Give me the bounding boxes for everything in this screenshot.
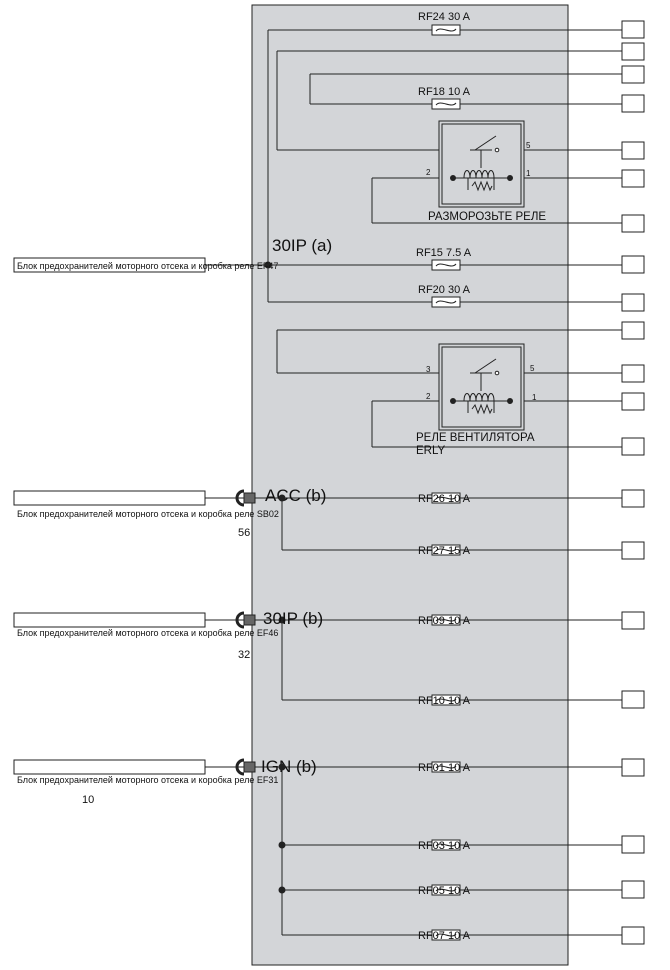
fuse-label-rf07: RF07 10 A xyxy=(418,930,471,942)
fuse-label-rf10: RF10 10 A xyxy=(418,695,471,707)
fan-relay: 3 2 5 1 РЕЛЕ ВЕНТИЛЯТОРА ERLY xyxy=(416,343,537,457)
defrost-relay: 2 1 5 РАЗМОРОЗЬТЕ РЕЛЕ xyxy=(426,120,546,223)
fuse-label-rf20: RF20 30 A xyxy=(418,284,471,296)
fan-relay-label-line1: РЕЛЕ ВЕНТИЛЯТОРА xyxy=(416,432,535,444)
fuse-rf01-symbol xyxy=(431,761,461,773)
fuse-rf05-symbol xyxy=(431,884,461,896)
fuse-symbols xyxy=(431,24,461,941)
connector-pin-ign: 10 xyxy=(82,794,94,806)
fuse-labels: RF24 30 A RF18 10 A RF15 7.5 A RF20 30 A… xyxy=(416,11,472,942)
fan-relay-label-line2: ERLY xyxy=(416,445,446,457)
fan-relay-pin-5: 5 xyxy=(530,364,535,373)
bus-label-30ip-b: 30IP (b) xyxy=(263,609,323,628)
fuse-rf07-symbol xyxy=(431,929,461,941)
connector-pin-acc: 56 xyxy=(238,527,250,539)
bus-label-acc: ACC (b) xyxy=(265,486,326,505)
fuse-rf27-symbol xyxy=(431,544,461,556)
connector-pin-30ip-b: 32 xyxy=(238,649,250,661)
connector-symbols xyxy=(235,489,256,776)
fuse-label-rf09: RF09 10 A xyxy=(418,615,471,627)
defrost-relay-pin-5: 5 xyxy=(526,141,531,150)
fan-relay-pin-1: 1 xyxy=(532,393,537,402)
fuse-rf24-symbol xyxy=(431,24,461,36)
fuse-label-rf24: RF24 30 A xyxy=(418,11,471,23)
fuse-rf26-symbol xyxy=(431,492,461,504)
source-label-sb02: Блок предохранителей моторного отсека и … xyxy=(17,509,279,519)
fuse-rf09-symbol xyxy=(431,614,461,626)
fuse-rf20-symbol xyxy=(431,296,461,308)
fuse-label-rf27: RF27 15 A xyxy=(418,545,471,557)
bus-label-30ip-a: 30IP (a) xyxy=(272,236,332,255)
defrost-relay-label: РАЗМОРОЗЬТЕ РЕЛЕ xyxy=(428,211,546,223)
source-label-ef46: Блок предохранителей моторного отсека и … xyxy=(17,628,278,638)
source-boxes xyxy=(13,257,206,775)
bus-label-ign: IGN (b) xyxy=(261,757,317,776)
terminal-boxes xyxy=(621,20,645,945)
fuse-label-rf01: RF01 10 A xyxy=(418,762,471,774)
junction-dots xyxy=(264,261,286,894)
fuse-rf03-symbol xyxy=(431,839,461,851)
fuse-label-rf05: RF05 10 A xyxy=(418,885,471,897)
fuse-rf18-symbol xyxy=(431,98,461,110)
source-label-ef31: Блок предохранителей моторного отсека и … xyxy=(17,775,278,785)
defrost-relay-pin-2: 2 xyxy=(426,168,431,177)
fan-relay-pin-3: 3 xyxy=(426,365,431,374)
fuse-rf15-symbol xyxy=(431,259,461,271)
fuse-label-rf18: RF18 10 A xyxy=(418,86,471,98)
fuse-label-rf15: RF15 7.5 A xyxy=(416,247,472,259)
fuse-label-rf03: RF03 10 A xyxy=(418,840,471,852)
fuse-rf10-symbol xyxy=(431,694,461,706)
defrost-relay-pin-1: 1 xyxy=(526,169,531,178)
fuse-label-rf26: RF26 10 A xyxy=(418,493,471,505)
fan-relay-pin-2: 2 xyxy=(426,392,431,401)
source-label-ef47: Блок предохранителей моторного отсека и … xyxy=(17,261,278,271)
